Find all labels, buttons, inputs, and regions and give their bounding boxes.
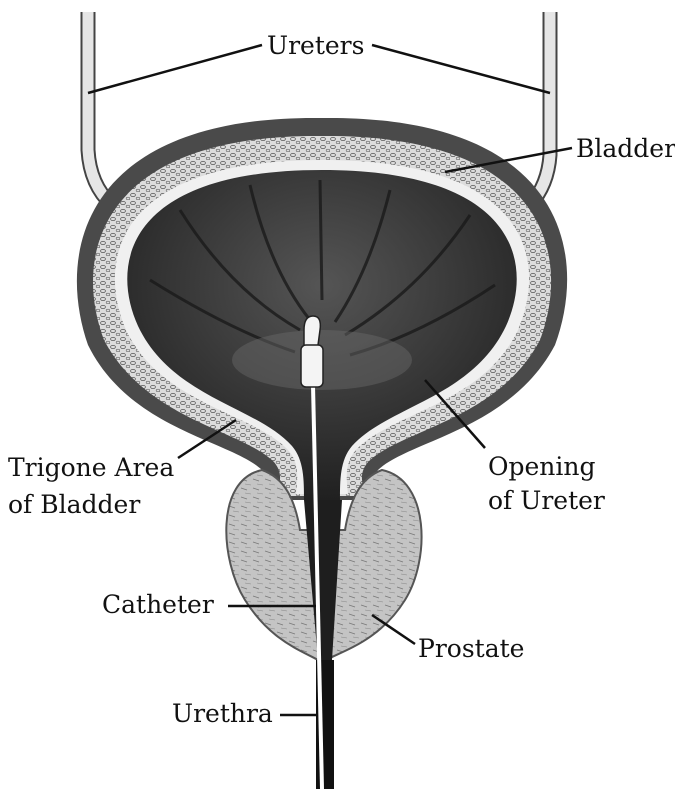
label-opening-line2: of Ureter <box>488 486 605 515</box>
ureters-leader-right <box>372 45 550 93</box>
ureters-leader-left <box>88 45 262 93</box>
label-urethra: Urethra <box>172 699 273 728</box>
label-opening-line1: Opening <box>488 452 596 481</box>
ureter-left <box>88 12 112 205</box>
label-trigone-line1: Trigone Area <box>8 453 174 482</box>
label-catheter: Catheter <box>102 590 214 619</box>
label-ureters: Ureters <box>267 31 364 60</box>
label-prostate: Prostate <box>418 634 524 663</box>
ureter-right <box>530 12 550 205</box>
label-trigone-line2: of Bladder <box>8 490 140 519</box>
label-bladder: Bladder <box>576 134 675 163</box>
